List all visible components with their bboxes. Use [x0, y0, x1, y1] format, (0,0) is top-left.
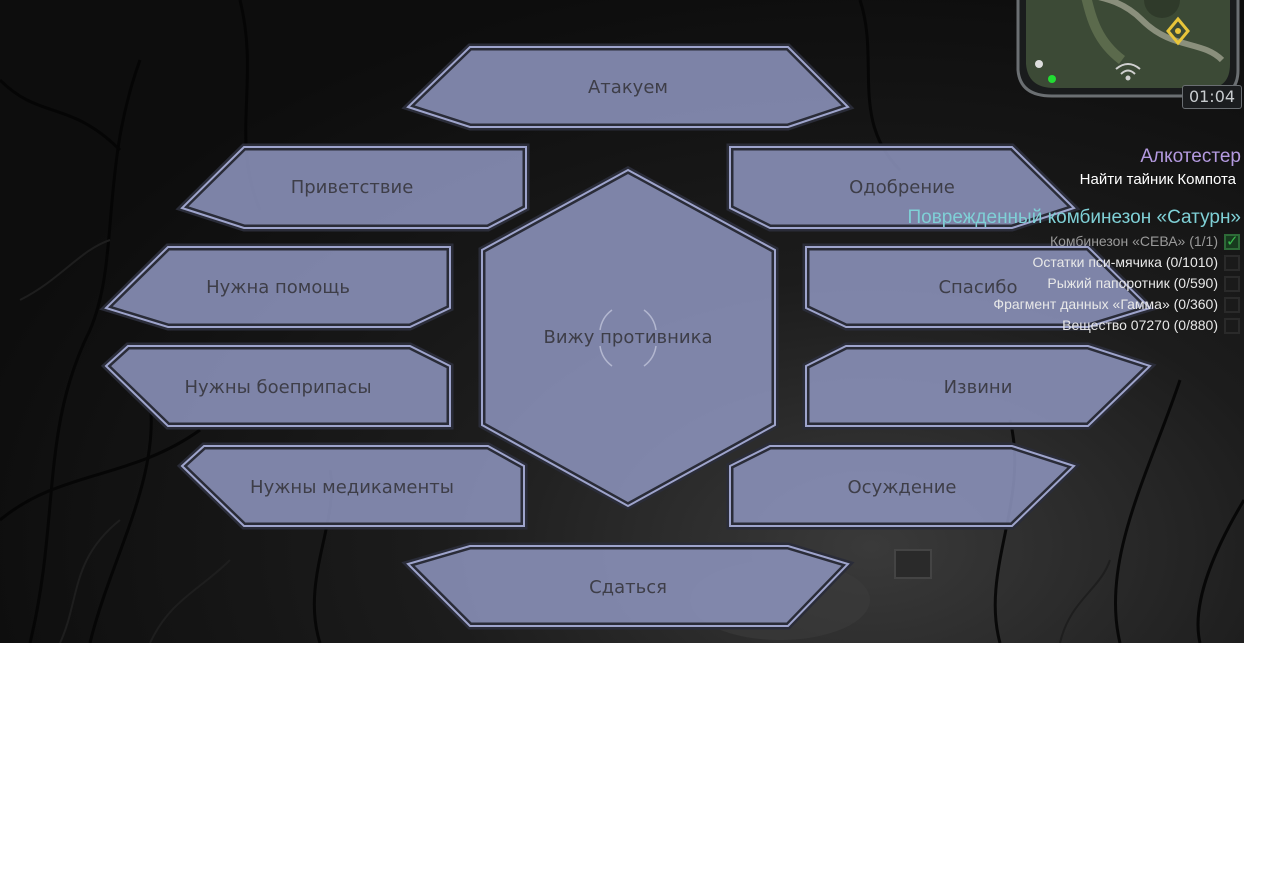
radial-option-left-3[interactable]: Нужны боеприпасы [100, 342, 454, 430]
waypoint-diamond-icon [1166, 16, 1190, 46]
quest-task: Найти тайник Компота [1079, 171, 1236, 188]
quest-item: Вещество 07270 (0/880) [824, 315, 1244, 336]
quest-item: Остатки пси-мячика (0/1010) [824, 252, 1244, 273]
quest-tracker: Алкотестер Найти тайник Компота Поврежде… [824, 145, 1244, 336]
radial-option-left-4[interactable]: Нужны медикаменты [176, 442, 528, 530]
player-marker-icon [1035, 60, 1043, 68]
radial-option-bottom-label: Сдаться [589, 577, 667, 598]
checkbox-icon [1224, 276, 1240, 292]
minimap [1016, 0, 1240, 98]
quest-item: Фрагмент данных «Гамма» (0/360) [824, 294, 1244, 315]
radial-option-left-2[interactable]: Нужна помощь [99, 243, 454, 331]
quest-title[interactable]: Поврежденный комбинезон «Сатурн» [907, 207, 1241, 228]
checkbox-icon [1224, 297, 1240, 313]
radial-option-left-3-label: Нужны боеприпасы [184, 377, 371, 398]
radial-option-center[interactable]: Вижу противника [478, 166, 779, 510]
quest-item: Рыжий папоротник (0/590) [824, 273, 1244, 294]
radial-option-right-1-label: Одобрение [849, 177, 955, 198]
radial-option-right-2-label: Спасибо [938, 277, 1017, 298]
ally-marker-icon [1048, 75, 1056, 83]
radial-option-top-label: Атакуем [588, 77, 668, 98]
checkbox-checked-icon [1224, 231, 1240, 252]
radial-option-center-label: Вижу противника [543, 327, 712, 348]
crosshair-icon [599, 309, 657, 367]
checkbox-icon [1224, 255, 1240, 271]
radial-option-right-4-label: Осуждение [848, 477, 957, 498]
radial-option-right-3[interactable]: Извини [802, 342, 1157, 430]
match-timer: 01:04 [1182, 85, 1242, 109]
quest-items: Комбинезон «СЕВА» (1/1) Остатки пси-мячи… [824, 231, 1244, 336]
radial-option-top[interactable]: Атакуем [401, 43, 855, 131]
radial-option-left-2-label: Нужна помощь [206, 277, 350, 298]
radial-option-left-1-label: Приветствие [291, 177, 414, 198]
radial-option-bottom[interactable]: Сдаться [401, 542, 855, 630]
quest-item: Комбинезон «СЕВА» (1/1) [824, 231, 1244, 252]
radial-option-left-1[interactable]: Приветствие [175, 143, 530, 232]
checkbox-icon [1224, 318, 1240, 334]
radial-option-right-4[interactable]: Осуждение [726, 442, 1081, 530]
radial-option-right-3-label: Извини [944, 377, 1013, 398]
radial-option-right-2[interactable]: Спасибо [802, 243, 1157, 331]
radial-option-right-1[interactable]: Одобрение [726, 143, 1081, 232]
radial-option-left-4-label: Нужны медикаменты [250, 477, 454, 498]
quest-title[interactable]: Алкотестер [1140, 146, 1241, 167]
signal-icon [1115, 63, 1141, 81]
